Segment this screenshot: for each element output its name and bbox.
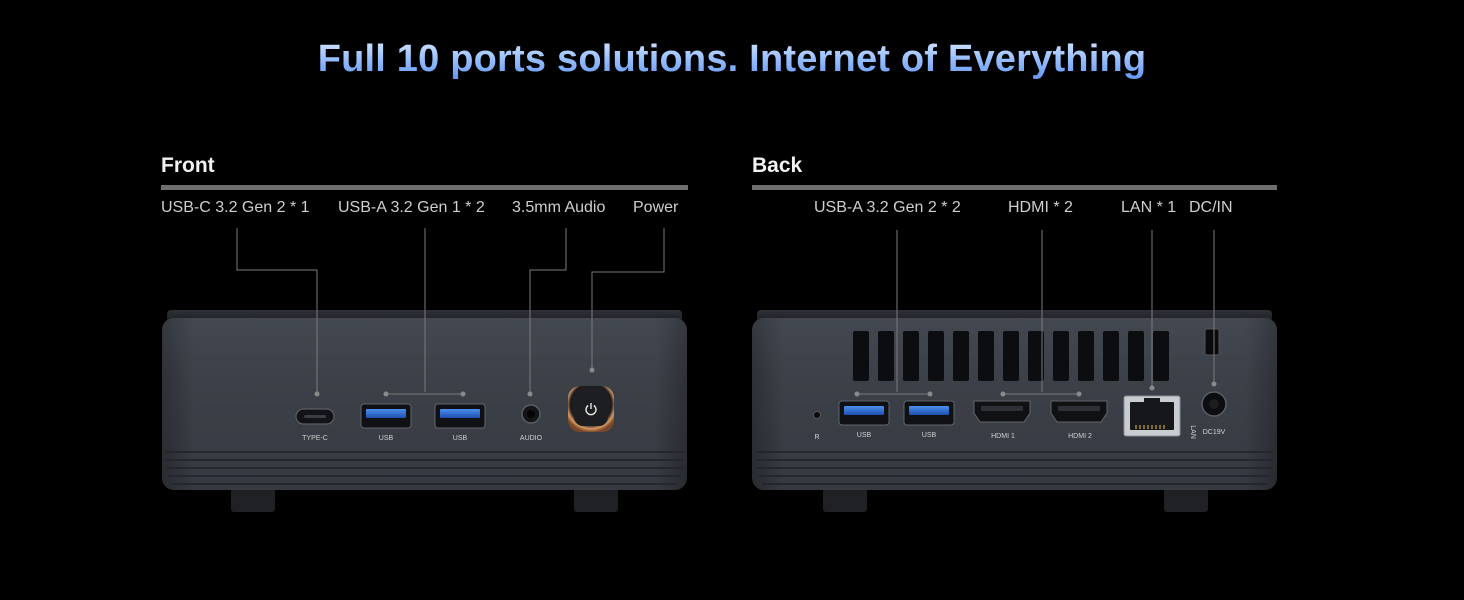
- back-usb2-silk: USB: [922, 432, 937, 439]
- back-lan-silk: LAN: [1189, 425, 1196, 439]
- power-icon: [585, 403, 597, 416]
- front-title: Front: [161, 154, 215, 177]
- front-foot-right: [574, 488, 618, 512]
- front-audio-label: 3.5mm Audio: [512, 199, 606, 216]
- back-usba-label: USB-A 3.2 Gen 2 * 2: [814, 199, 961, 216]
- front-ribs: [166, 451, 683, 485]
- back-usb1-silk: USB: [857, 432, 872, 439]
- back-hdmi-label: HDMI * 2: [1008, 199, 1073, 216]
- front-leader-lines: [236, 228, 665, 395]
- front-foot-left: [231, 488, 275, 512]
- front-usb1-silk: USB: [379, 435, 394, 442]
- back-hdmi-port-2: [1050, 400, 1108, 423]
- front-usba-label: USB-A 3.2 Gen 1 * 2: [338, 199, 485, 216]
- back-lan-port: [1123, 395, 1181, 437]
- front-lid: [167, 310, 682, 322]
- back-usb-port-2: [903, 400, 955, 426]
- back-dc-silk: DC19V: [1203, 429, 1226, 436]
- back-foot-left: [823, 488, 867, 512]
- back-lan-label: LAN * 1: [1121, 199, 1177, 216]
- back-reset-hole: [813, 411, 821, 419]
- front-audio-silk: AUDIO: [520, 435, 543, 442]
- front-typec-silk: TYPE-C: [302, 435, 328, 442]
- back-reset-silk: R: [814, 434, 819, 441]
- front-power-button: [568, 386, 614, 432]
- back-hdmi1-silk: HDMI 1: [991, 433, 1015, 440]
- back-title: Back: [752, 154, 803, 177]
- back-vents: [853, 328, 1220, 381]
- back-divider: [752, 185, 1277, 190]
- front-divider: [161, 185, 688, 190]
- front-typec-port: [295, 408, 335, 425]
- front-body: [162, 318, 687, 490]
- back-lid: [757, 310, 1272, 322]
- back-leader-lines: [857, 230, 1215, 395]
- back-usb-port-1: [838, 400, 890, 426]
- back-dc-jack: [1201, 391, 1227, 417]
- front-audio-jack: [521, 404, 541, 424]
- back-dcin-label: DC/IN: [1189, 199, 1233, 216]
- back-hdmi2-silk: HDMI 2: [1068, 433, 1092, 440]
- front-usb-port-2: [434, 403, 486, 429]
- front-device: TYPE-C USB USB AUDIO: [162, 228, 687, 512]
- back-ribs: [756, 451, 1273, 485]
- front-usbc-label: USB-C 3.2 Gen 2 * 1: [161, 199, 310, 216]
- front-power-label: Power: [633, 199, 679, 216]
- back-device: R USB USB HDMI 1 HDMI 2 LAN DC19V: [752, 230, 1277, 512]
- back-body: [752, 318, 1277, 490]
- front-usb-port-1: [360, 403, 412, 429]
- back-foot-right: [1164, 488, 1208, 512]
- back-hdmi-port-1: [973, 400, 1031, 423]
- front-usb2-silk: USB: [453, 435, 468, 442]
- headline: Full 10 ports solutions. Internet of Eve…: [0, 38, 1464, 81]
